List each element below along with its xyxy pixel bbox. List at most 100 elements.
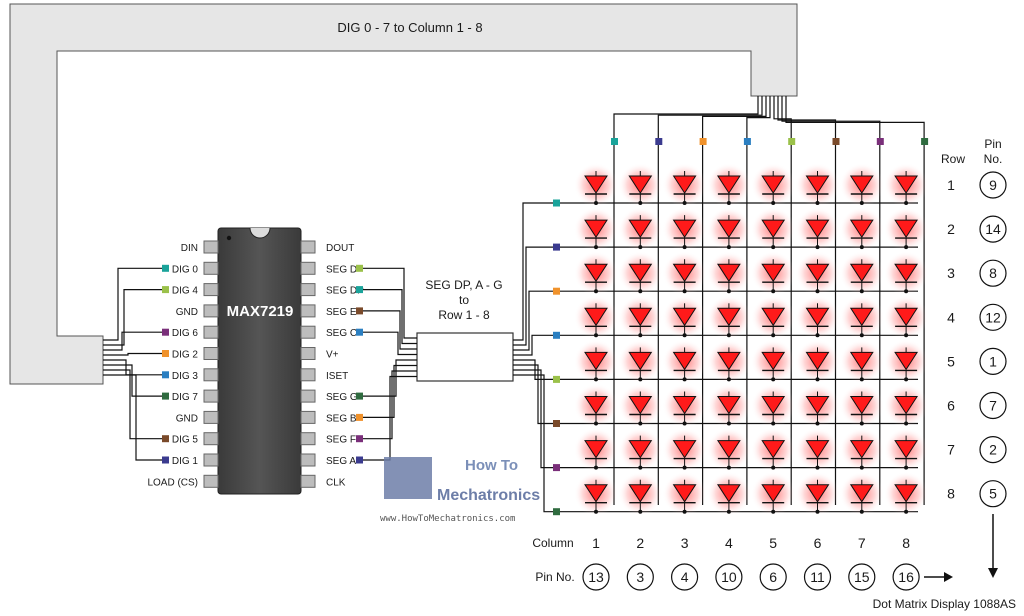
chip-pin-left	[203, 261, 219, 275]
pin-header-2: No.	[984, 152, 1003, 166]
logo-url: www.HowToMechatronics.com	[380, 514, 515, 524]
bus-label: DIG 0 - 7 to Column 1 - 8	[337, 20, 482, 35]
junction-dot	[904, 201, 909, 205]
chip-pin-left	[203, 325, 219, 339]
chip-pin-left	[203, 347, 219, 360]
junction-dot	[859, 289, 864, 294]
seg-wire	[363, 364, 417, 418]
chip-pin-left	[203, 304, 219, 318]
chip-pin-right	[300, 453, 316, 467]
junction-dot	[726, 421, 731, 426]
column-number: 3	[681, 535, 689, 551]
junction-dot	[682, 245, 687, 250]
row-header: Row	[941, 152, 965, 166]
chip-pin-label: SEG G	[326, 392, 358, 403]
column-pin-circle	[670, 563, 699, 591]
chip-pin-right	[300, 304, 316, 318]
row-marker	[553, 199, 560, 207]
column-pin-circle	[759, 563, 787, 591]
column-pin-circle	[715, 563, 743, 591]
pin-header-1: Pin	[984, 137, 1001, 151]
logo-mark	[384, 457, 432, 499]
right-arrow-head	[944, 572, 953, 582]
column-pin-number: 3	[636, 569, 644, 585]
column-marker	[699, 138, 707, 145]
led-matrix	[513, 96, 929, 516]
junction-dot	[859, 421, 864, 426]
chip-pin-right	[300, 432, 316, 446]
junction-dot	[638, 289, 643, 294]
chip-pin-label: SEG B	[326, 413, 357, 424]
column-pin-number: 4	[681, 569, 689, 585]
dig-wire	[103, 369, 162, 440]
column-pin-circle	[626, 563, 654, 591]
dig-wire	[103, 359, 162, 376]
junction-dot	[638, 509, 643, 514]
column-pin-circle	[582, 563, 610, 591]
row-pin-circle	[979, 171, 1007, 199]
logo-line1: How To	[465, 457, 518, 474]
column-wire	[777, 96, 837, 142]
row-wire	[513, 364, 553, 425]
junction-dot	[815, 245, 820, 250]
display-name: Dot Matrix Display 1088AS	[873, 597, 1016, 611]
row-marker	[553, 508, 560, 516]
wire-marker	[162, 456, 169, 464]
junction-dot	[859, 465, 864, 470]
junction-dot	[904, 289, 909, 294]
chip-pin-label: DIG 4	[172, 286, 199, 297]
chip-pin-label: SEG F	[326, 435, 356, 446]
row-pin-circle	[979, 436, 1007, 464]
column-header: Column	[532, 536, 573, 550]
dig-wire	[103, 267, 162, 341]
chip-pin-left	[203, 240, 219, 254]
junction-dot	[771, 377, 776, 382]
row-marker	[553, 287, 560, 295]
wire-marker	[356, 286, 363, 294]
dig-wire	[103, 352, 162, 356]
wire-marker	[356, 328, 363, 336]
seg-bus-label-3: Row 1 - 8	[438, 308, 490, 322]
chip-pin-right	[300, 347, 316, 360]
junction-dot	[859, 377, 864, 382]
junction-dot	[771, 465, 776, 470]
junction-dot	[815, 333, 820, 338]
row-pin-number: 8	[989, 265, 997, 281]
row-number: 1	[947, 177, 955, 193]
row-pin-number: 2	[989, 442, 997, 458]
chip-pin-label: DIG 6	[172, 328, 199, 339]
junction-dot	[815, 421, 820, 426]
seg-bus-label-2: to	[459, 293, 469, 307]
junction-dot	[682, 377, 687, 382]
junction-dot	[594, 333, 598, 338]
seg-wire	[363, 289, 417, 345]
junction-dot	[682, 465, 687, 470]
junction-dot	[682, 201, 687, 205]
column-pin-circle	[892, 563, 920, 591]
column-number: 4	[725, 535, 733, 551]
seg-wire	[363, 331, 417, 356]
wire-marker	[356, 392, 363, 400]
chip-pin-label: SEG DP	[326, 286, 364, 297]
column-marker	[921, 138, 929, 145]
chip-pin-right	[300, 240, 316, 254]
junction-dot	[726, 245, 731, 250]
row-pin-number: 14	[985, 221, 1001, 237]
row-pin-number: 9	[989, 177, 997, 193]
junction-dot	[638, 421, 643, 426]
junction-dot	[638, 333, 643, 338]
dig-wire	[103, 331, 162, 351]
chip-pin-left	[203, 283, 219, 297]
row-pin-number: 1	[989, 353, 997, 369]
max7219-chip	[217, 227, 302, 495]
chip-pin-right	[300, 389, 316, 403]
row-pin-circle	[979, 347, 1007, 375]
junction-dot	[682, 333, 687, 338]
junction-dot	[859, 509, 864, 514]
dig-wire	[103, 289, 162, 346]
column-number: 6	[814, 535, 822, 551]
row-wire	[513, 202, 553, 341]
column-marker	[876, 138, 884, 145]
